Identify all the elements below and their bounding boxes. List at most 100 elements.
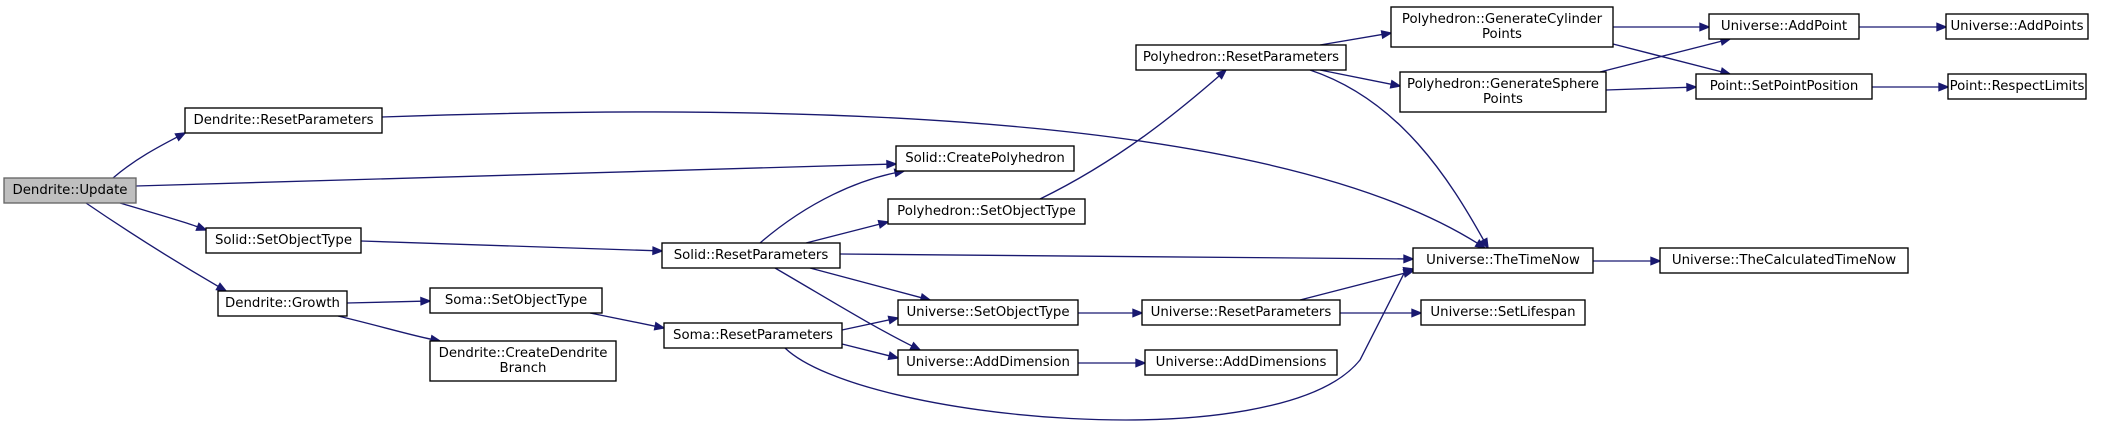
node-label: Point::SetPointPosition (1710, 79, 1859, 94)
node-box[interactable] (1945, 13, 2089, 40)
edge-line (841, 319, 891, 331)
edge-line (135, 163, 889, 187)
edge-arrowhead (1938, 82, 1950, 92)
edge-arrowhead (1479, 237, 1489, 250)
edge-universe-thetimenow-to-universe-thecalculatedtimenow (1593, 256, 1662, 266)
node-dendrite-growth[interactable]: Dendrite::Growth (217, 290, 348, 317)
node-box[interactable] (1399, 71, 1607, 113)
edge-line (1612, 43, 1723, 73)
edge-line (805, 223, 881, 244)
edge-polyhedron-resetparameters-to-polyhedron-generatecylinderpoints (1319, 30, 1393, 46)
edge-arrowhead (1132, 308, 1144, 318)
node-universe-thecalculatedtimenow[interactable]: Universe::TheCalculatedTimeNow (1659, 247, 1909, 274)
node-solid-resetparameters[interactable]: Solid::ResetParameters (661, 242, 841, 269)
node-box[interactable] (1695, 73, 1873, 100)
edge-soma-resetparameters-to-universe-thetimenow (784, 266, 1415, 421)
node-universe-adddimensions[interactable]: Universe::AddDimensions (1144, 349, 1338, 376)
edges-layer (85, 22, 1950, 421)
edge-solid-resetparameters-to-universe-thetimenow (839, 253, 1415, 264)
edge-polyhedron-generatecylinderpoints-to-universe-addpoint (1613, 22, 1711, 32)
edge-line (839, 253, 1406, 260)
edge-dendrite-resetparameters-to-universe-thetimenow (381, 111, 1487, 249)
edge-universe-adddimension-to-universe-adddimensions (1078, 358, 1147, 368)
node-box[interactable] (205, 227, 362, 254)
node-label: Dendrite::Growth (225, 296, 340, 311)
node-box[interactable] (184, 107, 383, 134)
edge-dendrite-update-to-dendrite-resetparameters (112, 132, 187, 179)
node-universe-setobjecttype[interactable]: Universe::SetObjectType (897, 299, 1079, 326)
node-box[interactable] (1390, 6, 1614, 48)
node-universe-addpoint[interactable]: Universe::AddPoint (1708, 13, 1860, 40)
node-label: Solid::ResetParameters (674, 248, 829, 263)
node-label: Point::RespectLimits (1950, 79, 2085, 94)
node-box[interactable] (663, 322, 843, 349)
node-solid-createpolyhedron[interactable]: Solid::CreatePolyhedron (895, 145, 1075, 172)
node-box[interactable] (1144, 349, 1338, 376)
edge-line (1309, 69, 1485, 242)
node-solid-setobjecttype[interactable]: Solid::SetObjectType (205, 227, 362, 254)
node-universe-addpoints[interactable]: Universe::AddPoints (1945, 13, 2089, 40)
node-dendrite-resetparameters[interactable]: Dendrite::ResetParameters (184, 107, 383, 134)
node-label: Solid::SetObjectType (215, 233, 352, 248)
node-box[interactable] (895, 145, 1075, 172)
edge-soma-setobjecttype-to-soma-resetparameters (589, 312, 666, 331)
node-box[interactable] (1412, 247, 1594, 274)
edge-polyhedron-generatespherepoints-to-point-setpointposition (1605, 82, 1698, 92)
node-box[interactable] (217, 290, 348, 317)
edge-line (589, 312, 657, 328)
edge-universe-setobjecttype-to-universe-resetparameters (1078, 308, 1144, 318)
node-box[interactable] (429, 287, 603, 314)
node-polyhedron-resetparameters[interactable]: Polyhedron::ResetParameters (1135, 44, 1347, 71)
node-label: Polyhedron::GenerateSphere (1407, 77, 1599, 92)
node-label: Dendrite::Update (13, 183, 128, 198)
node-soma-setobjecttype[interactable]: Soma::SetObjectType (429, 287, 603, 314)
node-box[interactable] (1708, 13, 1860, 40)
node-label: Polyhedron::ResetParameters (1143, 50, 1339, 65)
node-soma-resetparameters[interactable]: Soma::ResetParameters (663, 322, 843, 349)
node-point-setpointposition[interactable]: Point::SetPointPosition (1695, 73, 1873, 100)
node-label: Universe::AddPoint (1721, 19, 1847, 34)
edge-arrowhead (215, 282, 228, 292)
node-box[interactable] (897, 349, 1079, 376)
node-box[interactable] (897, 299, 1079, 326)
node-label: Universe::SetObjectType (906, 305, 1069, 320)
edge-solid-resetparameters-to-universe-adddimension (774, 267, 922, 351)
edge-arrowhead (1686, 82, 1698, 92)
edge-arrowhead (1402, 269, 1415, 278)
edge-line (1605, 86, 1689, 91)
edge-polyhedron-resetparameters-to-polyhedron-generatespherepoints (1319, 69, 1402, 89)
node-dendrite-update[interactable]: Dendrite::Update (3, 177, 137, 204)
node-label: Points (1483, 92, 1523, 107)
node-box[interactable] (1420, 299, 1586, 326)
edge-polyhedron-setobjecttype-to-polyhedron-resetparameters (1039, 68, 1228, 200)
node-universe-adddimension[interactable]: Universe::AddDimension (897, 349, 1079, 376)
node-box[interactable] (3, 177, 137, 204)
edge-arrowhead (909, 341, 922, 351)
node-box[interactable] (887, 198, 1086, 225)
node-universe-thetimenow[interactable]: Universe::TheTimeNow (1412, 247, 1594, 274)
edge-line (1319, 33, 1384, 46)
edge-arrowhead (174, 132, 187, 142)
node-label: Points (1482, 27, 1522, 42)
edge-line (774, 267, 914, 348)
node-point-respectlimits[interactable]: Point::RespectLimits (1947, 73, 2087, 100)
node-label: Dendrite::CreateDendrite (439, 346, 608, 361)
node-universe-resetparameters[interactable]: Universe::ResetParameters (1141, 299, 1341, 326)
node-box[interactable] (1141, 299, 1341, 326)
edge-arrowhead (195, 222, 208, 231)
node-label: Universe::AddDimensions (1156, 355, 1327, 370)
node-box[interactable] (1947, 73, 2087, 100)
node-polyhedron-setobjecttype[interactable]: Polyhedron::SetObjectType (887, 198, 1086, 225)
edge-line (759, 171, 897, 244)
node-box[interactable] (661, 242, 841, 269)
node-box[interactable] (1659, 247, 1909, 274)
node-universe-setlifespan[interactable]: Universe::SetLifespan (1420, 299, 1586, 326)
node-box[interactable] (1135, 44, 1347, 71)
node-box[interactable] (429, 340, 617, 382)
edge-line (85, 202, 220, 288)
edge-line (809, 267, 923, 299)
edge-soma-resetparameters-to-universe-adddimension (841, 343, 900, 361)
